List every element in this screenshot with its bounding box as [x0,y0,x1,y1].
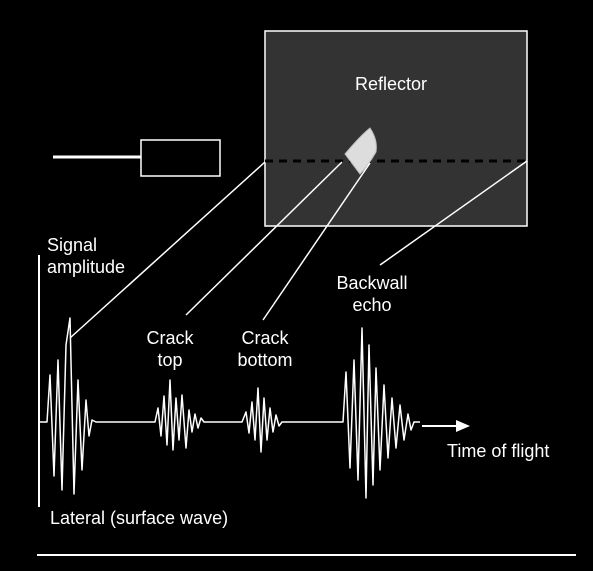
lateral-wave-label: Lateral (surface wave) [50,508,229,528]
ultrasound-waveform [39,317,420,499]
probe-transducer [140,139,221,177]
signal-amplitude-label: Signal amplitude [47,235,126,277]
crack-shape [344,127,377,175]
reflector-label: Reflector [355,74,428,94]
time-arrow-head [456,420,470,432]
time-of-flight-label: Time of flight [447,441,550,461]
connector-backwall [379,160,528,266]
connector-crack-bottom [262,162,371,321]
connector-crack-top [185,161,343,316]
backwall-echo-label: Backwall echo [336,273,408,315]
reflector-block [264,30,528,227]
crack-top-label: Crack top [146,328,194,370]
connector-lateral [69,161,266,339]
crack-bottom-label: Crack bottom [237,328,293,370]
